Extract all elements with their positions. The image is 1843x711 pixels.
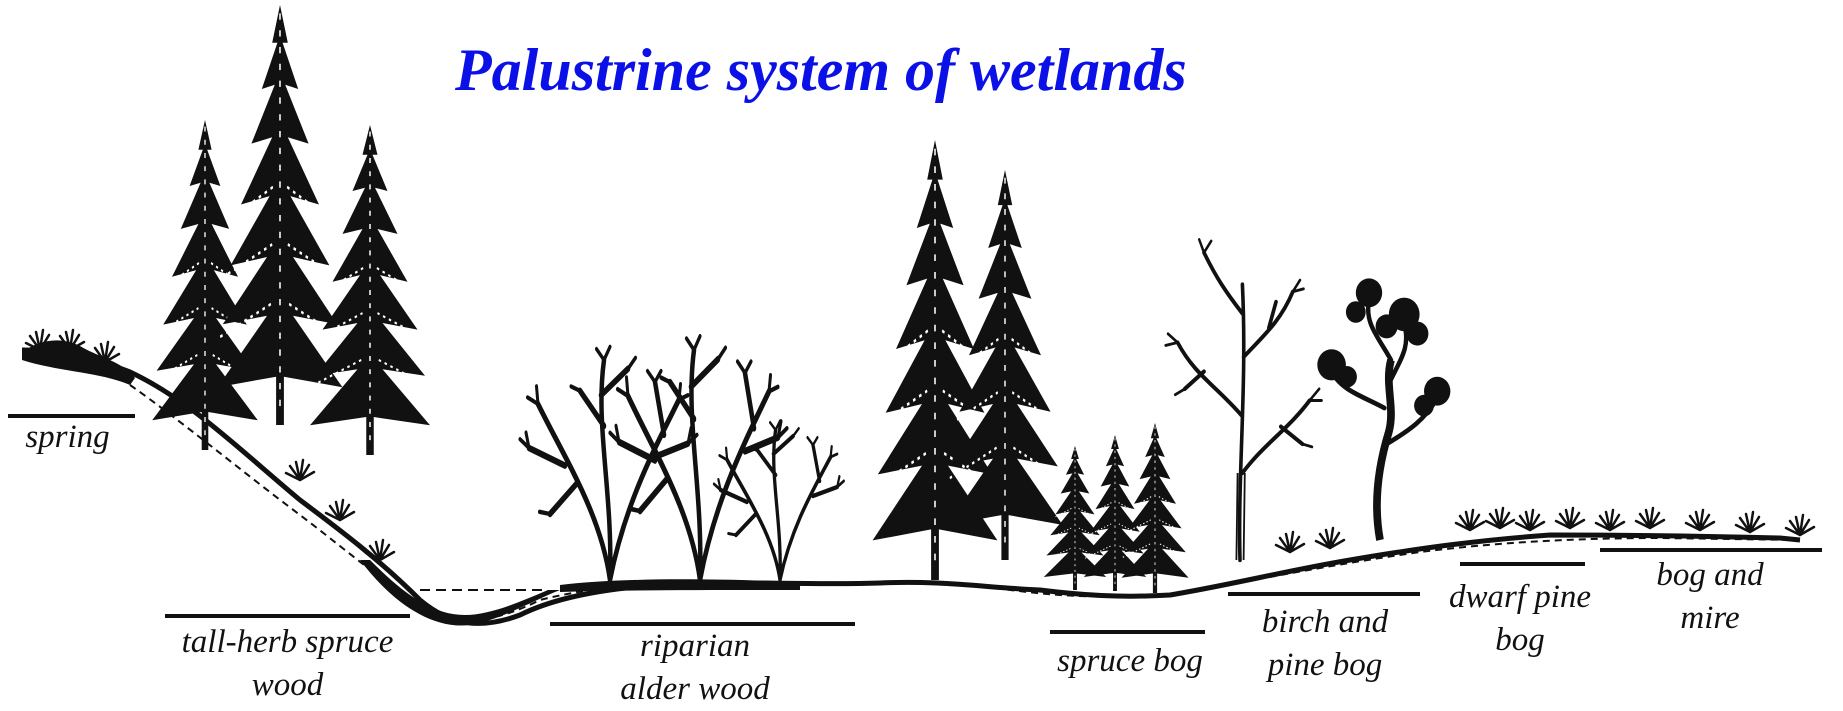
zone-label-line: tall-herb spruce	[140, 621, 435, 664]
zone-label-riparian-alder-wood: riparian alder wood	[560, 625, 830, 711]
alder-shrub-illustration	[520, 336, 844, 592]
bog-vegetation-illustration	[1456, 508, 1814, 535]
zone-label-bog-and-mire: bog and mire	[1615, 554, 1805, 640]
zone-bar-tall-herb-spruce-wood	[165, 614, 410, 618]
zone-label-dwarf-pine-bog: dwarf pine bog	[1430, 576, 1610, 662]
zone-label-line: wood	[140, 664, 435, 707]
zone-bar-dwarf-pine-bog	[1460, 562, 1585, 566]
zone-bar-bog-and-mire	[1600, 548, 1822, 552]
birch-and-pine-illustration	[1166, 240, 1451, 560]
diagram-title: Palustrine system of wetlands	[455, 36, 1187, 105]
spruce-forest-illustration	[152, 5, 430, 560]
small-spruce-illustration	[1044, 423, 1189, 593]
zone-label-line: birch and	[1225, 601, 1425, 644]
zone-label-line: spruce bog	[1035, 640, 1225, 683]
zone-label-line: riparian	[560, 625, 830, 668]
zone-label-spruce-bog: spruce bog	[1035, 640, 1225, 683]
zone-label-line: spring	[5, 416, 130, 459]
zone-label-tall-herb-spruce-wood: tall-herb spruce wood	[140, 621, 435, 707]
zone-bar-birch-and-pine-bog	[1228, 592, 1420, 596]
zone-label-birch-and-pine-bog: birch and pine bog	[1225, 601, 1425, 687]
zone-label-line: dwarf pine	[1430, 576, 1610, 619]
zone-label-spring: spring	[5, 416, 130, 459]
tall-spruce-illustration	[873, 140, 1063, 580]
zone-label-line: bog and	[1615, 554, 1805, 597]
zone-label-line: pine bog	[1225, 644, 1425, 687]
zone-bar-spruce-bog	[1050, 630, 1205, 634]
zone-label-line: bog	[1430, 619, 1610, 662]
zone-label-line: mire	[1615, 597, 1805, 640]
spring-mound	[22, 330, 135, 385]
